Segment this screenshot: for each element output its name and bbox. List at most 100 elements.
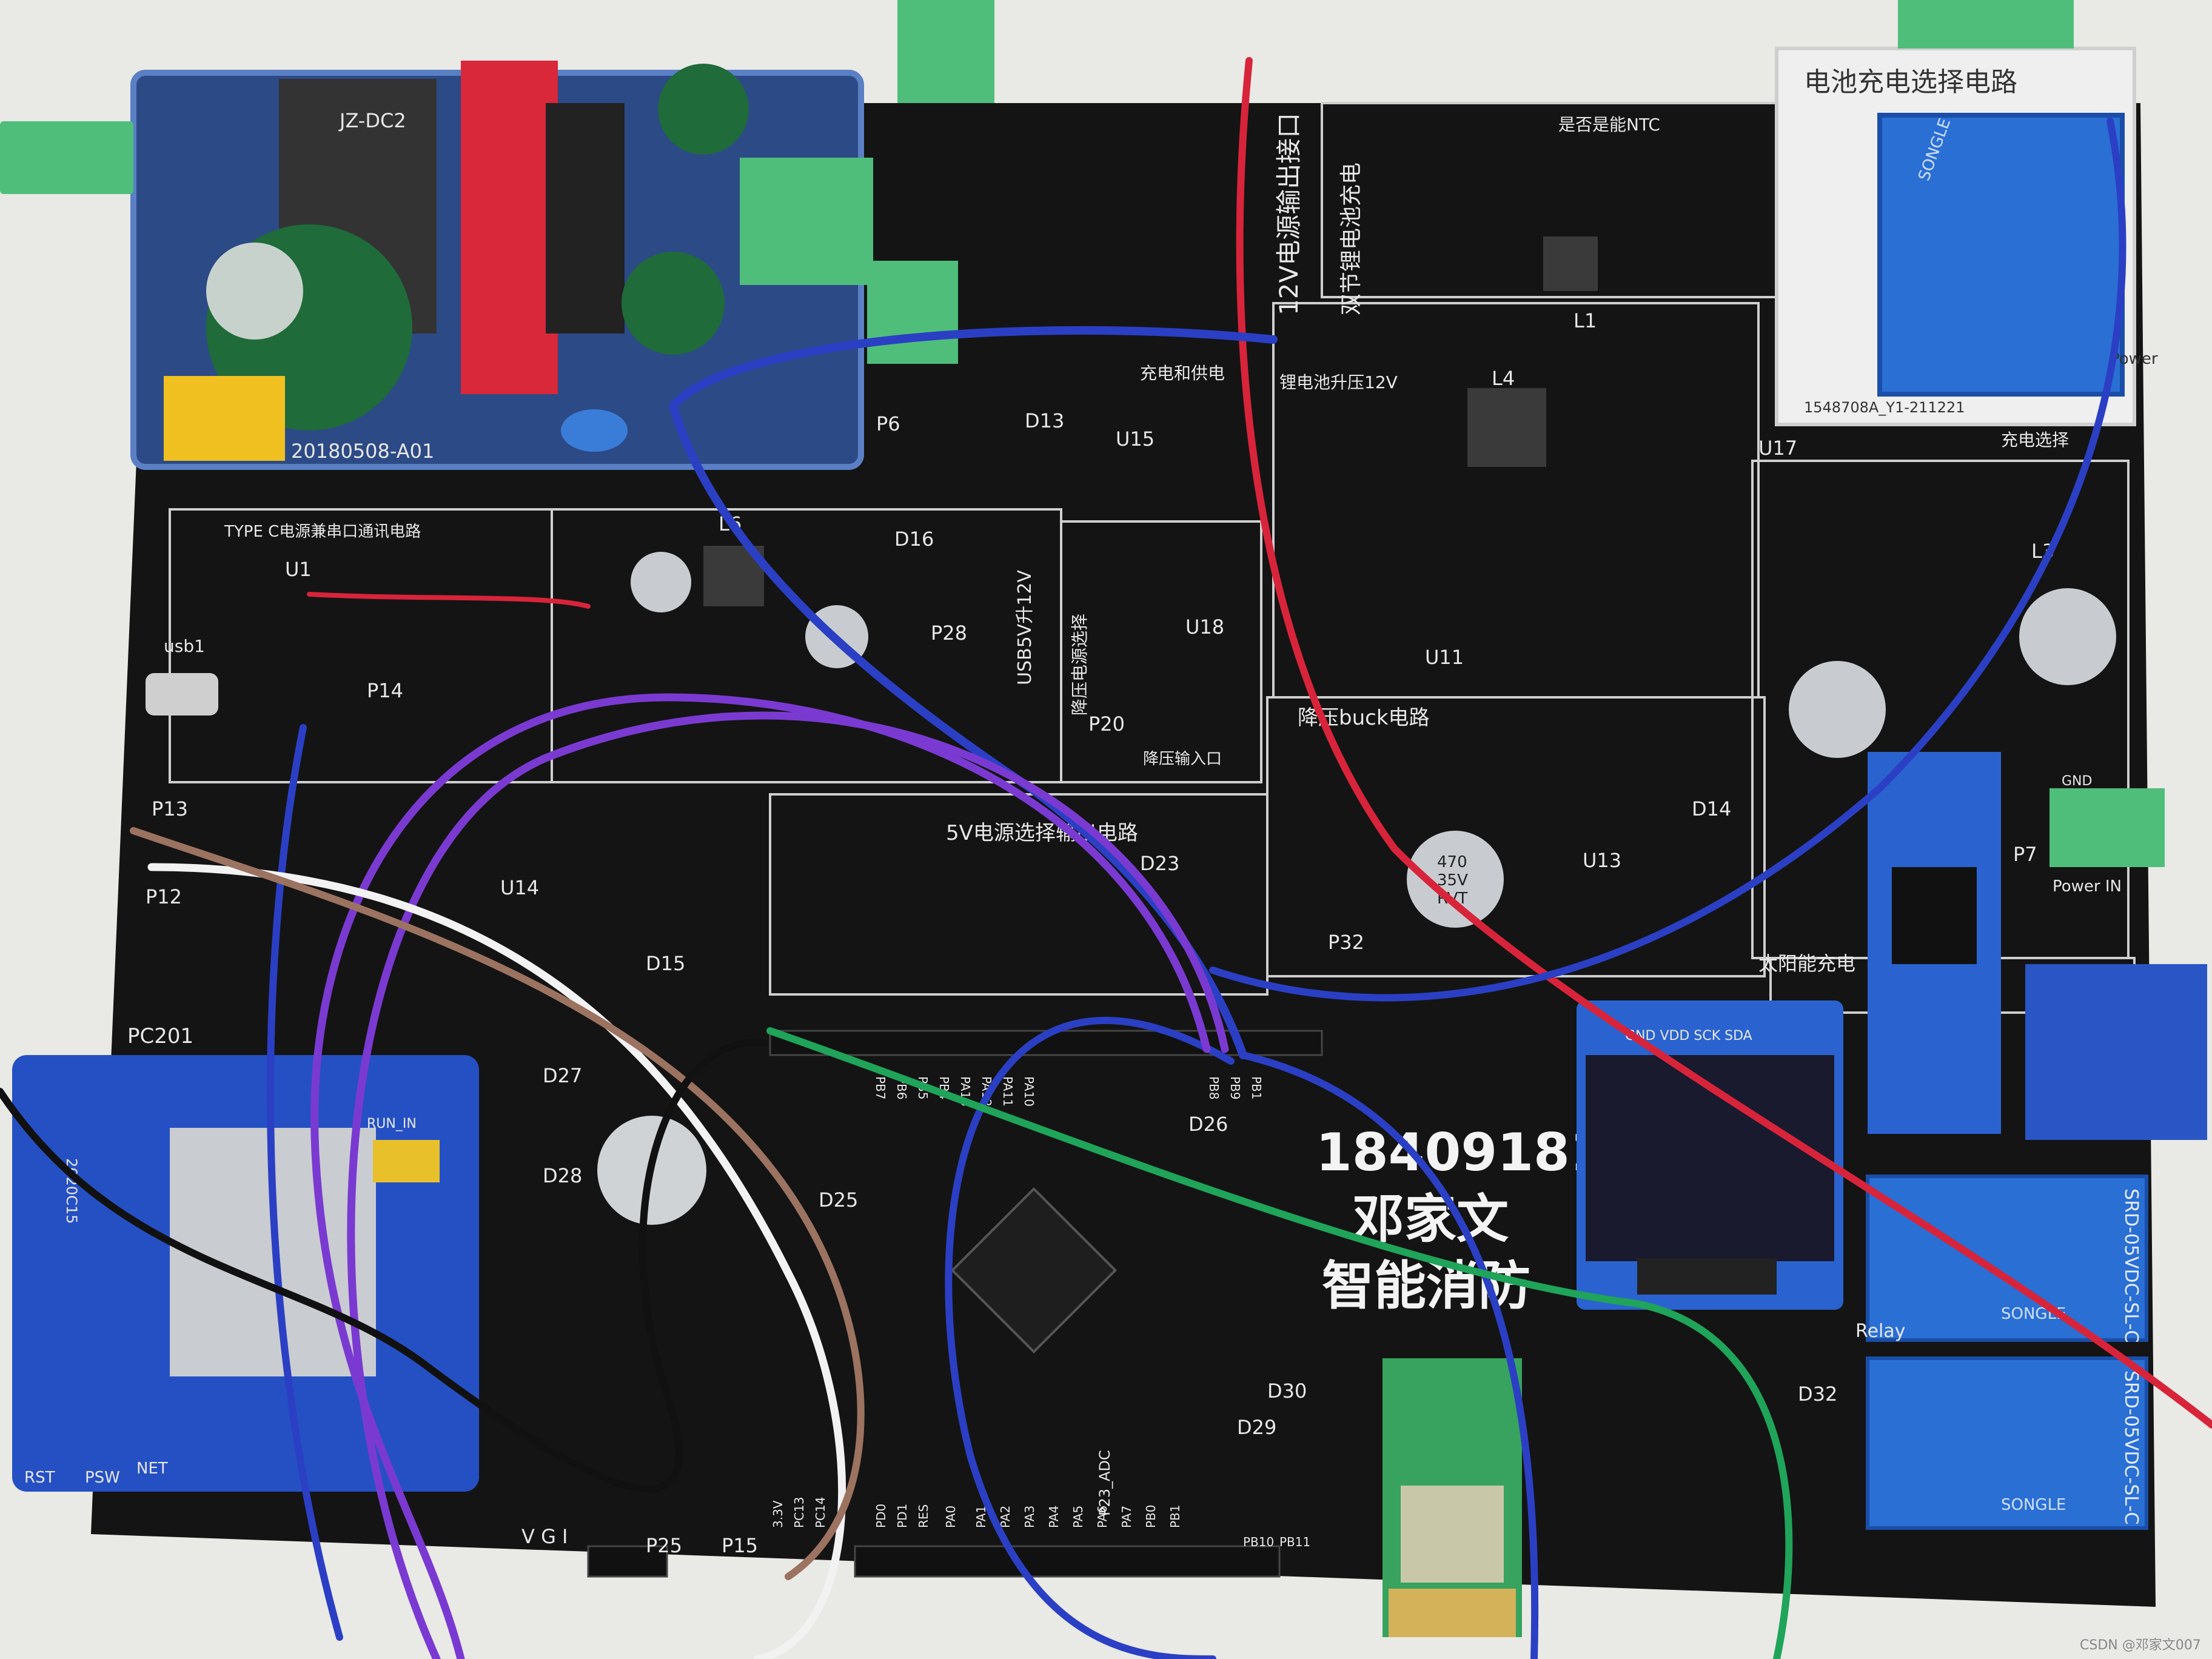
label-u1: U1 bbox=[285, 558, 312, 581]
bpin-res: RES bbox=[916, 1504, 931, 1528]
section-li-charge: 双节锂电池充电 bbox=[1339, 163, 1364, 315]
bpin-pa6: PA6 bbox=[1095, 1506, 1110, 1528]
label-d15: D15 bbox=[646, 952, 685, 975]
type-c-label: usb1 bbox=[164, 636, 205, 656]
label-d23: D23 bbox=[1140, 852, 1179, 875]
label-p28: P28 bbox=[931, 622, 967, 645]
relay-top bbox=[1877, 113, 2125, 397]
label-d29: D29 bbox=[1237, 1416, 1276, 1439]
relay-2 bbox=[1866, 1356, 2148, 1530]
label-p14: P14 bbox=[367, 679, 403, 702]
label-v-g-i: V G I bbox=[521, 1525, 568, 1548]
student-name: 邓家文 bbox=[1352, 1189, 1509, 1250]
label-d26: D26 bbox=[1188, 1113, 1228, 1136]
relay-2-brand: SONGLE bbox=[2001, 1496, 2066, 1514]
bpin-pa0: PA0 bbox=[943, 1506, 958, 1528]
section-ntc: 是否是能NTC bbox=[1558, 115, 1660, 135]
bpin-pa3: PA3 bbox=[1022, 1506, 1037, 1528]
bpin-pa5: PA5 bbox=[1071, 1506, 1085, 1528]
module-run-in: RUN_IN bbox=[367, 1116, 417, 1131]
label-d28: D28 bbox=[543, 1164, 582, 1187]
label-p6: P6 bbox=[876, 412, 900, 435]
label-l4: L4 bbox=[1492, 367, 1515, 390]
wire-blue-2 bbox=[1209, 118, 2127, 1002]
designators: P13 P12 P14 P20 P28 P25 P15 P32 P7 P6 U1… bbox=[146, 309, 2054, 1557]
nb-iot-gps-module: PC201 2020C15 RST PSW NET RUN_IN bbox=[12, 1024, 479, 1492]
section-12v-output: 12V电源输出接口 bbox=[1274, 113, 1304, 315]
pin-pb7: PB7 bbox=[873, 1076, 888, 1100]
pin-pa10: PA10 bbox=[1022, 1076, 1036, 1107]
pin-headers bbox=[587, 1030, 1323, 1578]
wire-white bbox=[147, 863, 846, 1659]
relay-1-model: SRD-05VDC-SL-C bbox=[2120, 1188, 2142, 1342]
section-buck-select: 降压电源选择 bbox=[1070, 614, 1090, 716]
sensor-module-2 bbox=[2025, 964, 2207, 1140]
bpin-pc13: PC13 bbox=[792, 1497, 806, 1528]
power-in-terminal bbox=[2049, 788, 2165, 867]
caption-watermark: CSDN @邓家文007 bbox=[2080, 1638, 2201, 1653]
electrolytic-capacitors: 470 35V RVT bbox=[597, 552, 2116, 1225]
label-u15: U15 bbox=[1116, 427, 1155, 451]
label-d16: D16 bbox=[894, 528, 934, 551]
label-p12: P12 bbox=[146, 885, 182, 908]
bpin-pb1: PB1 bbox=[1168, 1504, 1182, 1528]
label-u14: U14 bbox=[500, 876, 539, 899]
module-psw: PSW bbox=[85, 1469, 120, 1487]
section-buck-in: 降压输入口 bbox=[1143, 750, 1222, 768]
module-rst: RST bbox=[24, 1469, 55, 1487]
power-in-label: Power IN bbox=[2053, 877, 2122, 896]
section-solar: 太阳能充电 bbox=[1758, 952, 1855, 975]
bpin-pa4: PA4 bbox=[1047, 1506, 1061, 1528]
bpin-pc14: PC14 bbox=[813, 1497, 828, 1528]
bpin-pa2: PA2 bbox=[998, 1506, 1013, 1528]
bpin-3v3: 3.3V bbox=[771, 1500, 785, 1528]
cap-1-value: 470 bbox=[1437, 853, 1467, 871]
capacitor-small bbox=[658, 64, 749, 155]
label-l1: L1 bbox=[1574, 309, 1597, 332]
section-labels: TYPE C电源兼串口通讯电路 12V电源输出接口 双节锂电池充电 是否是能NT… bbox=[224, 67, 2069, 975]
capacitor-large-2 bbox=[622, 252, 725, 355]
label-d30: D30 bbox=[1267, 1379, 1307, 1403]
label-adc: P23_ADC bbox=[1096, 1450, 1113, 1516]
section-battery-select: 电池充电选择电路 bbox=[1804, 67, 2017, 98]
bpin-pd0: PD0 bbox=[874, 1504, 888, 1528]
wire-black bbox=[0, 1039, 768, 1493]
label-p20: P20 bbox=[1088, 712, 1125, 736]
relay-2-model: SRD-05VDC-SL-C bbox=[2120, 1370, 2142, 1524]
transformer bbox=[461, 61, 558, 394]
bpin-pb10: PB10 bbox=[1243, 1535, 1274, 1549]
sensor-module-1-chip bbox=[1892, 867, 1977, 964]
capacitor-top bbox=[206, 243, 303, 340]
oled-display: GND VDD SCK SDA bbox=[1577, 1000, 1843, 1310]
wire-blue-5 bbox=[1239, 1051, 1539, 1659]
mcu-chip bbox=[950, 1187, 1118, 1354]
jumper-wires bbox=[0, 57, 2212, 1659]
label-d14: D14 bbox=[1692, 797, 1731, 820]
mosfet bbox=[546, 103, 625, 333]
module-pc201: PC201 bbox=[127, 1024, 193, 1048]
label-p7: P7 bbox=[2013, 843, 2037, 866]
bottom-header-labels: 3.3V PC13 PC14 PD0 PD1 RES PA0 PA1 PA2 P… bbox=[771, 1497, 1310, 1549]
psu-module: JZ-DC2 20180508-A01 bbox=[164, 61, 749, 463]
section-usb-serial: TYPE C电源兼串口通讯电路 bbox=[224, 523, 421, 541]
bpin-pb11: PB11 bbox=[1279, 1535, 1310, 1549]
pin-pb8: PB8 bbox=[1207, 1076, 1221, 1100]
bpin-pa7: PA7 bbox=[1119, 1506, 1134, 1528]
wire-red-long bbox=[1236, 57, 2212, 1429]
silkscreen-outlines bbox=[169, 102, 2136, 1014]
label-u17: U17 bbox=[1758, 437, 1797, 460]
bluetooth-module bbox=[1382, 1358, 1522, 1637]
wire-blue-4 bbox=[945, 1016, 1235, 1659]
label-p15: P15 bbox=[722, 1534, 758, 1557]
label-u18: U18 bbox=[1185, 615, 1224, 638]
relay-top-power: Power bbox=[2110, 350, 2158, 368]
pin-pb1: PB1 bbox=[1249, 1076, 1264, 1100]
pin-pa11: PA11 bbox=[1000, 1076, 1015, 1107]
y-capacitor bbox=[561, 409, 628, 452]
section-boost: 锂电池升压12V bbox=[1279, 372, 1398, 392]
pin-pb9: PB9 bbox=[1228, 1076, 1242, 1100]
psu-module-id: 20180508-A01 bbox=[291, 440, 434, 463]
terminal-blocks bbox=[0, 0, 2165, 867]
label-p25: P25 bbox=[646, 1534, 682, 1557]
